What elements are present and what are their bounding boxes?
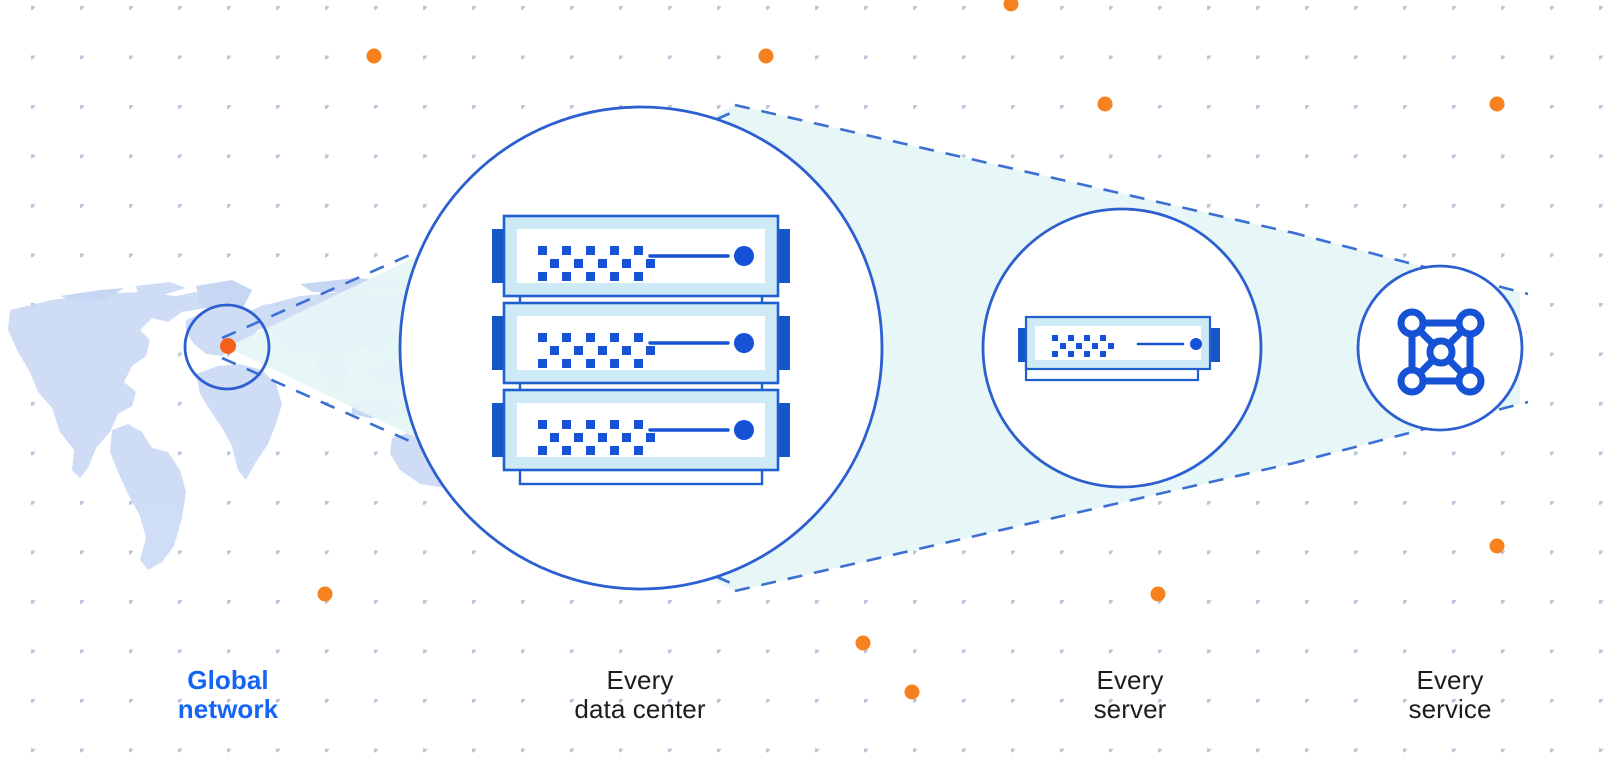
server-rack-icon bbox=[492, 214, 790, 486]
rack-unit-led-matrix bbox=[538, 246, 655, 281]
rack-unit bbox=[492, 214, 790, 298]
network-node bbox=[1397, 308, 1427, 338]
accent-dot-group bbox=[317, 0, 1505, 700]
accent-dot bbox=[1003, 0, 1019, 12]
stage-label-service: Every service bbox=[1408, 665, 1492, 725]
accent-dot bbox=[317, 586, 333, 602]
rack-unit-status-led bbox=[734, 333, 754, 353]
network-node bbox=[1455, 366, 1485, 396]
network-node bbox=[1426, 337, 1456, 367]
server-unit-icon bbox=[1018, 315, 1220, 382]
accent-dot bbox=[1489, 538, 1505, 554]
cone-dash-bottom-3 bbox=[1289, 400, 1529, 466]
rack-unit bbox=[492, 388, 790, 472]
accent-dot bbox=[855, 635, 871, 651]
network-nodes-icon bbox=[1397, 308, 1485, 396]
server-unit-status-led bbox=[1190, 338, 1202, 350]
rack-unit-status-led bbox=[734, 420, 754, 440]
map-marker-dot bbox=[220, 338, 236, 354]
network-node bbox=[1397, 366, 1427, 396]
stage-label-global-network: Global network bbox=[177, 665, 279, 725]
rack-unit-led-matrix bbox=[538, 420, 655, 455]
accent-dot bbox=[1150, 586, 1166, 602]
cone-dash-top-3 bbox=[1289, 230, 1529, 296]
accent-dot bbox=[1489, 96, 1505, 112]
accent-dot bbox=[1097, 96, 1113, 112]
circle-global-network bbox=[183, 303, 271, 391]
rack-unit-led-matrix bbox=[538, 333, 655, 368]
server-unit-led-matrix bbox=[1052, 335, 1114, 357]
network-node bbox=[1455, 308, 1485, 338]
accent-dot bbox=[904, 684, 920, 700]
rack-unit-status-led bbox=[734, 246, 754, 266]
accent-dot bbox=[758, 48, 774, 64]
stage-label-server: Every server bbox=[1093, 665, 1167, 725]
stage-label-data-center: Every data center bbox=[574, 665, 706, 725]
rack-unit bbox=[492, 301, 790, 385]
accent-dot bbox=[366, 48, 382, 64]
